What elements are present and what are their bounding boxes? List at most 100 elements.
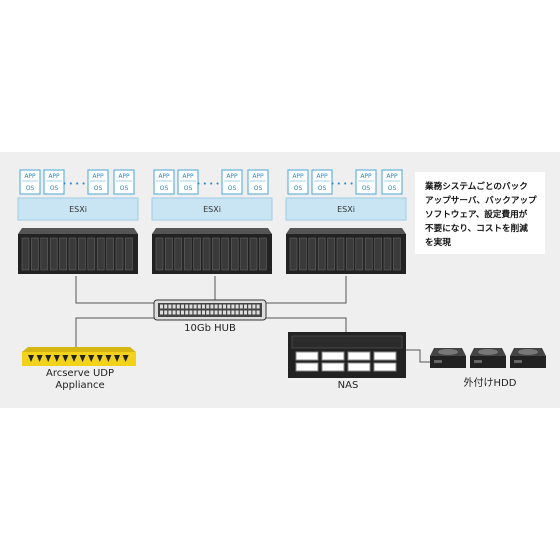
server-drive-bay — [212, 237, 220, 271]
vm-ellipsis: • • • • — [196, 180, 219, 188]
server-drive-bay — [21, 237, 30, 271]
server-drive-bay — [383, 237, 392, 271]
esxi-bar — [151, 197, 273, 221]
hub-label: 10Gb HUB — [184, 323, 236, 334]
hub-port — [252, 310, 256, 315]
vm-box: APP OS — [113, 169, 135, 195]
note-line: 業務システムごとのバック — [425, 182, 528, 192]
hub-port — [181, 304, 184, 309]
hub-port — [197, 304, 201, 309]
hub-port — [164, 310, 168, 315]
hub-port — [185, 304, 189, 309]
server-drive-bay — [240, 237, 248, 271]
server-drive-bay — [299, 237, 307, 271]
hub-port — [218, 310, 222, 315]
server-drive-bay — [289, 237, 298, 271]
hub-port — [164, 304, 168, 309]
nas-drive-slot — [321, 362, 345, 372]
vm-os-label: OS — [362, 185, 371, 192]
appliance-vent — [36, 355, 43, 362]
connection-lines — [75, 276, 430, 363]
server-drive-bay — [221, 237, 230, 271]
server-drive-bay — [364, 237, 373, 271]
hub-port — [176, 310, 180, 315]
hub-port — [223, 310, 226, 315]
external-hdd — [510, 348, 546, 368]
esxi-bar — [285, 197, 407, 221]
hub-port — [256, 304, 260, 309]
appliance-vent — [71, 355, 77, 362]
server-drive-bay — [308, 237, 317, 271]
nas-device — [288, 332, 406, 378]
server-top — [152, 228, 272, 234]
note-line: 不要になり、コストを削減 — [425, 224, 528, 234]
hub-port — [223, 304, 226, 309]
server-drive-bay — [202, 237, 211, 271]
hub-port — [214, 304, 218, 309]
nas-drive-slot — [347, 351, 371, 361]
hub-port — [189, 304, 193, 309]
server-drive-bay — [327, 237, 335, 271]
hdd-label: 外付けHDD — [463, 378, 517, 389]
hub-port — [239, 310, 243, 315]
vm-ellipsis: • • • • — [330, 180, 353, 188]
external-hdd — [470, 348, 506, 368]
hub-port — [202, 304, 205, 309]
vm-app-label: APP — [118, 173, 130, 180]
appliance-vent — [45, 355, 52, 362]
vm-os-label: OS — [294, 185, 303, 192]
vm-app-label: APP — [252, 173, 264, 180]
server-drive-bay — [230, 237, 239, 271]
server-drive-bay — [59, 237, 67, 271]
appliance-label-line1: Arcserve UDP — [45, 368, 114, 379]
hub-port — [231, 304, 235, 309]
vm-app-label: APP — [158, 173, 170, 180]
hub-port — [235, 304, 239, 309]
nas-label: NAS — [337, 380, 359, 391]
hub-port — [160, 304, 163, 309]
hub-port — [248, 310, 252, 315]
vm-os-label: OS — [254, 185, 263, 192]
vm-os-label: OS — [388, 185, 397, 192]
hub-port — [185, 310, 189, 315]
server-drive-bay — [155, 237, 164, 271]
vm-os-label: OS — [184, 185, 193, 192]
server-drive-bay — [249, 237, 258, 271]
esxi-label: ESXi — [337, 205, 355, 214]
server-drive-bay — [87, 237, 96, 271]
hub-port — [176, 304, 180, 309]
vm-box: APP OS — [247, 169, 269, 195]
hub-port — [244, 310, 247, 315]
nas-drive-slot — [373, 362, 397, 372]
esxi-label: ESXi — [203, 205, 221, 214]
server-drive-bay — [125, 237, 133, 271]
hub-port — [189, 310, 193, 315]
hub-port — [172, 304, 176, 309]
hub-port — [231, 310, 235, 315]
hub-port — [248, 304, 252, 309]
server-top — [286, 228, 406, 234]
hub-port — [256, 310, 260, 315]
hub-port — [210, 310, 214, 315]
hub-port — [218, 304, 222, 309]
hub-port — [244, 304, 247, 309]
server-drive-bay — [115, 237, 124, 271]
appliance-vent — [88, 355, 95, 362]
vm-os-label: OS — [120, 185, 129, 192]
vm-ellipsis: • • • • — [62, 180, 85, 188]
esxi-label: ESXi — [69, 205, 87, 214]
server-drive-bay — [174, 237, 183, 271]
appliance-vent — [53, 355, 60, 362]
server-drive-bay — [68, 237, 77, 271]
arcserve-appliance — [22, 347, 136, 366]
server-top — [18, 228, 138, 234]
appliance-vent — [79, 355, 86, 362]
